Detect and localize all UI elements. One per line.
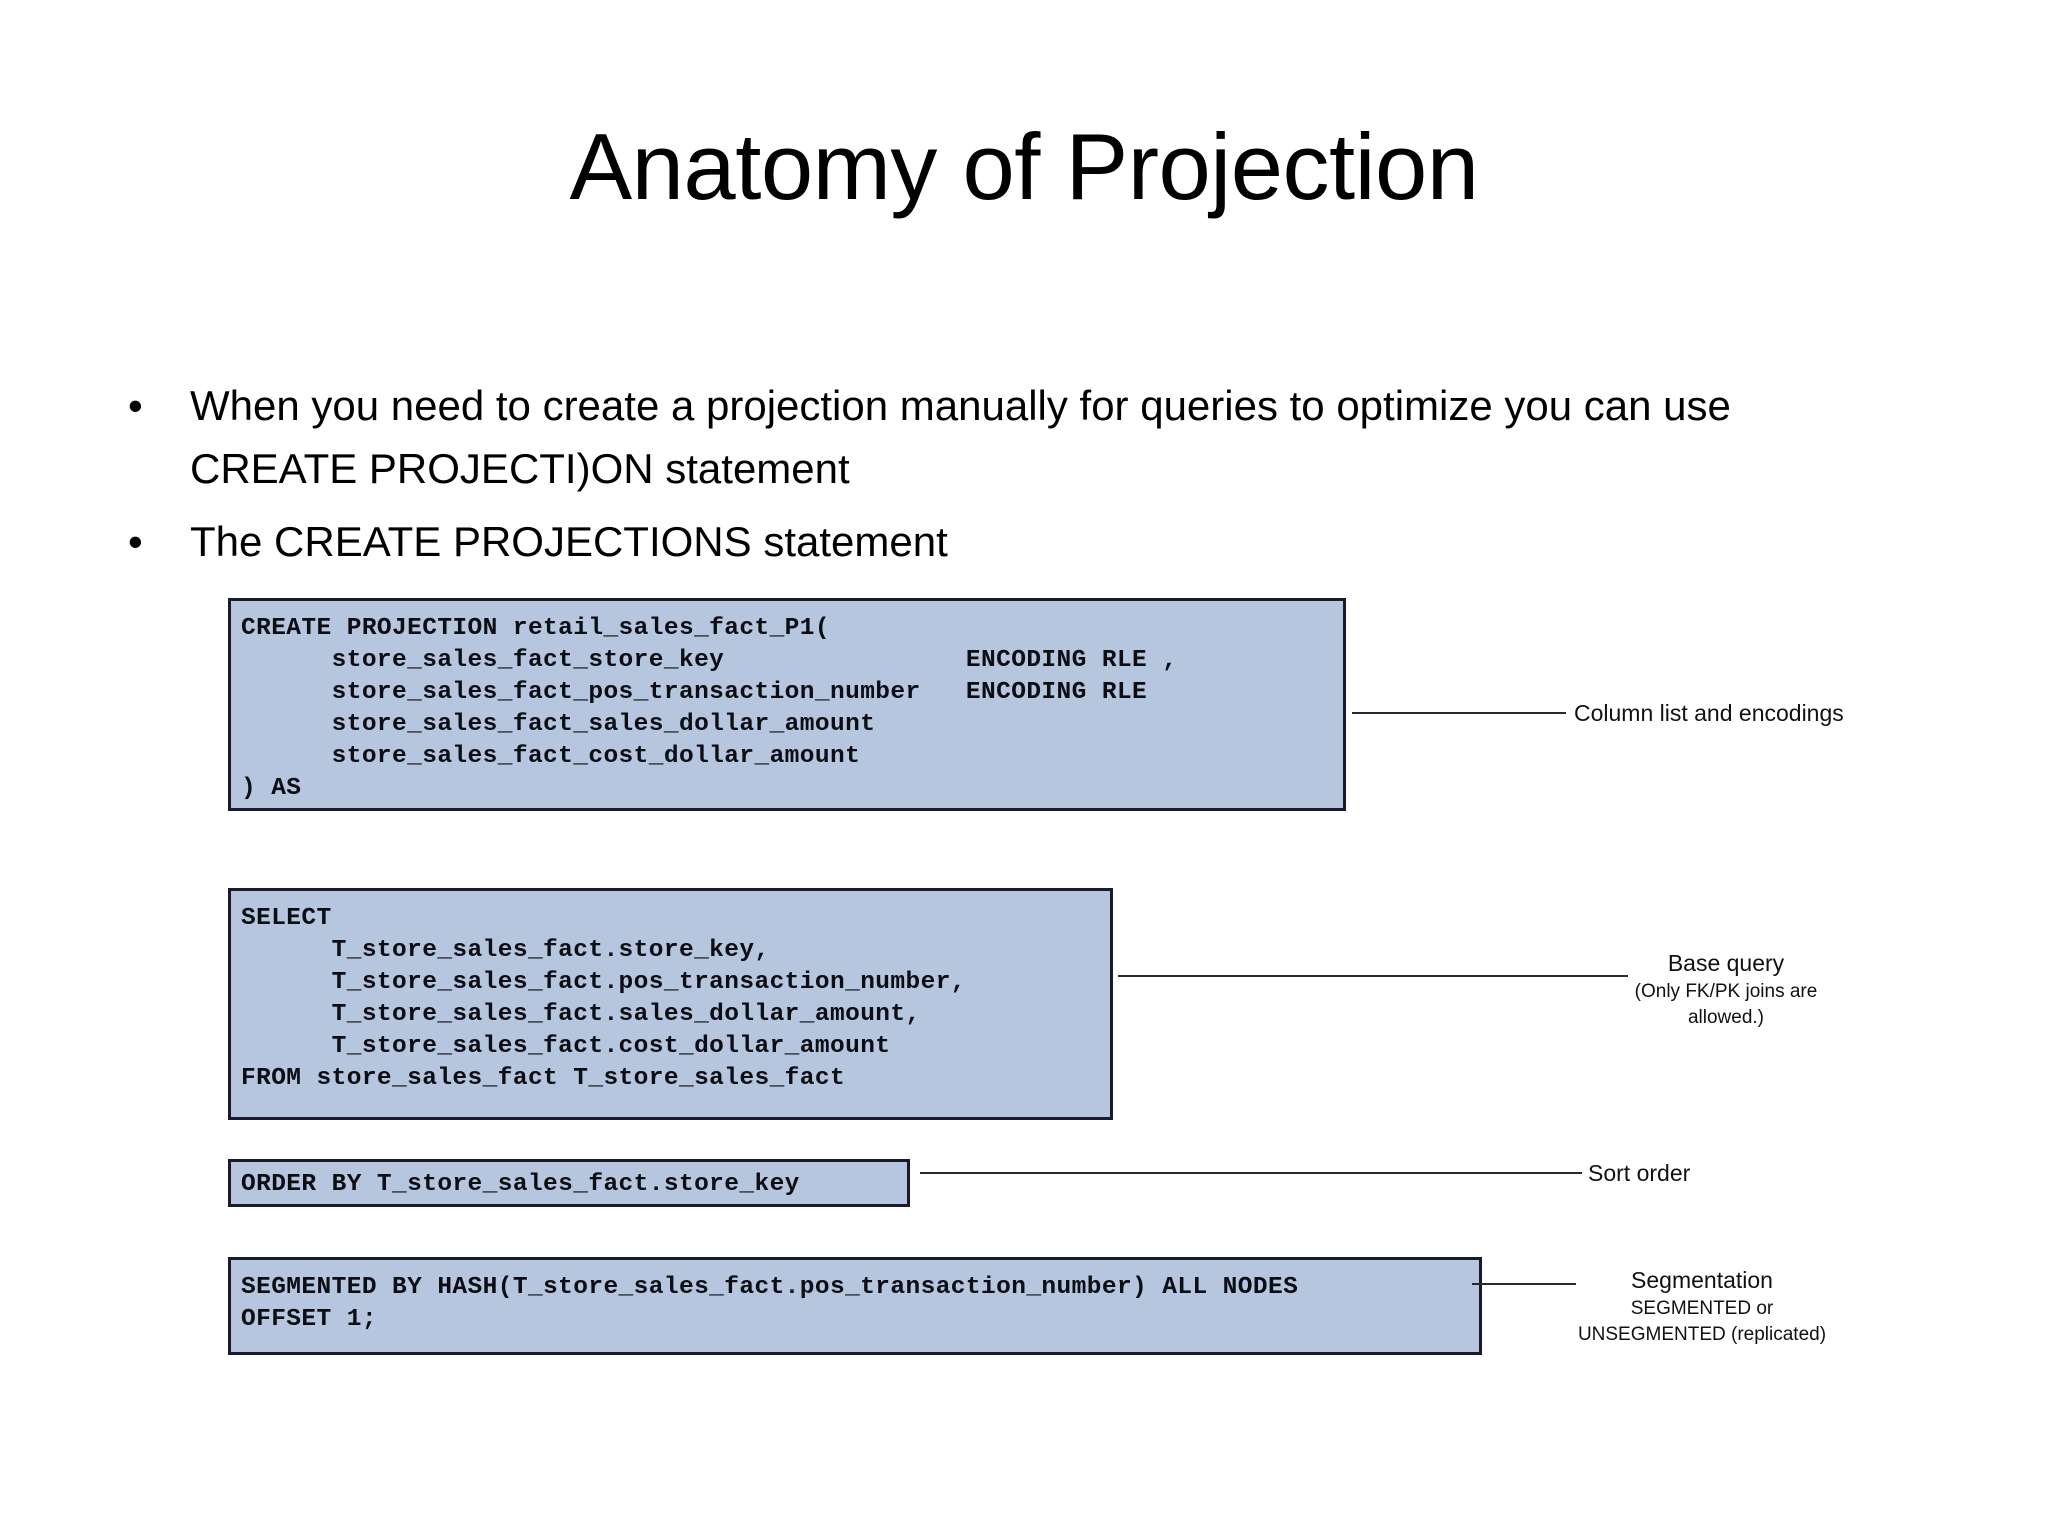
list-item: • The CREATE PROJECTIONS statement	[112, 510, 1912, 573]
annotation-subtitle: (Only FK/PK joins are allowed.)	[1634, 981, 1818, 1028]
annotation-subtitle: SEGMENTED or UNSEGMENTED (replicated)	[1577, 1298, 1827, 1345]
code-block-order-by: ORDER BY T_store_sales_fact.store_key	[228, 1159, 910, 1207]
annotation-base-query: Base query (Only FK/PK joins are allowed…	[1576, 948, 1876, 1030]
list-item: • When you need to create a projection m…	[112, 374, 1912, 500]
annotation-column-list: Column list and encodings	[1574, 698, 1844, 729]
leader-line-sort-order	[920, 1172, 1582, 1174]
leader-line-segmentation	[1472, 1283, 1576, 1285]
annotation-title: Segmentation	[1631, 1267, 1773, 1293]
bullet-text: When you need to create a projection man…	[190, 382, 1731, 492]
code-block-create-projection: CREATE PROJECTION retail_sales_fact_P1( …	[228, 598, 1346, 811]
bullet-marker-icon: •	[128, 382, 143, 429]
leader-line-base-query	[1118, 975, 1628, 977]
annotation-title: Base query	[1667, 950, 1785, 976]
page-title: Anatomy of Projection	[569, 114, 1479, 219]
code-block-segmented-by: SEGMENTED BY HASH(T_store_sales_fact.pos…	[228, 1257, 1482, 1355]
leader-line-column-list	[1352, 712, 1566, 714]
annotation-sort-order: Sort order	[1588, 1158, 1690, 1189]
bullet-text: The CREATE PROJECTIONS statement	[190, 518, 948, 565]
bullet-marker-icon: •	[128, 518, 143, 565]
annotation-title: Sort order	[1588, 1160, 1691, 1186]
annotation-title: Column list and encodings	[1574, 700, 1844, 726]
annotation-segmentation: Segmentation SEGMENTED or UNSEGMENTED (r…	[1512, 1265, 1892, 1347]
bullet-list: • When you need to create a projection m…	[112, 374, 1912, 583]
code-block-base-select: SELECT T_store_sales_fact.store_key, T_s…	[228, 888, 1113, 1120]
